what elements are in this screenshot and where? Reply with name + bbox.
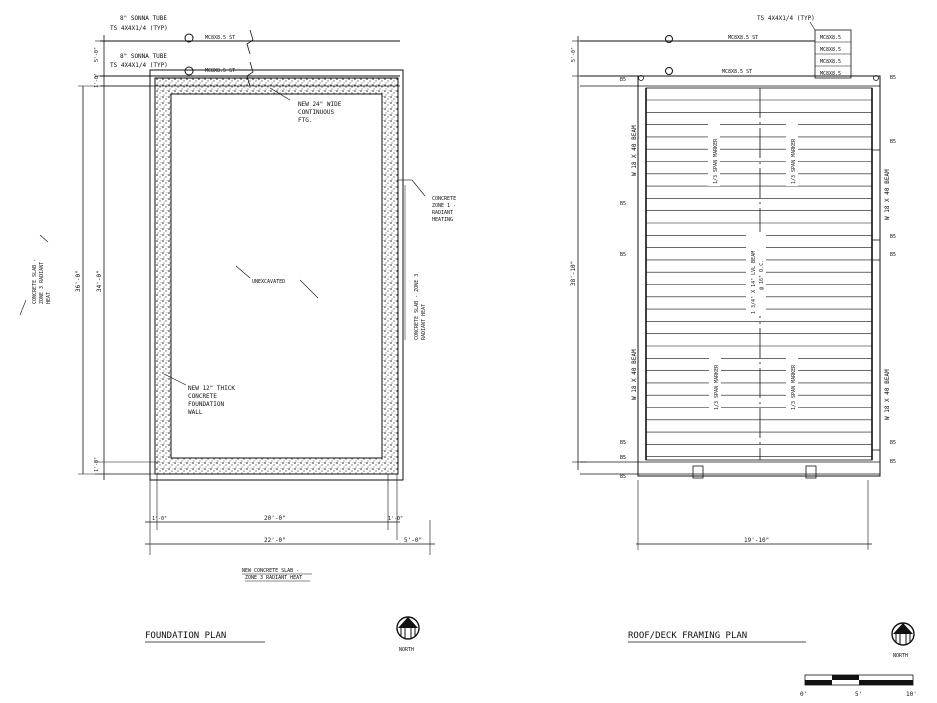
- sonna-tube-icon: [184, 66, 194, 76]
- joists: [646, 99, 872, 458]
- wall-label: NEW 12" THICK: [188, 385, 235, 392]
- b5-marker: B5: [620, 252, 626, 258]
- dim-label: 1'-0": [388, 516, 403, 522]
- main-beam-label: @ 16" O.C.: [759, 260, 765, 290]
- beam-label: MC8X8.5 ST: [205, 35, 235, 41]
- sonna-tube-icon: [184, 33, 194, 43]
- dim-label: 1'-0": [94, 457, 100, 472]
- post-icon: [665, 67, 673, 75]
- new-slab-label: ZONE 3 RADIANT HEAT: [245, 575, 302, 581]
- b5-marker: B5: [890, 440, 896, 446]
- foundation-wall: [154, 77, 399, 475]
- foundation-plan: 8" SONNA TUBE TS 4X4X1/4 (TYP) 8" SONNA …: [19, 15, 456, 653]
- b5-marker: B5: [620, 77, 626, 83]
- mc-label: MC8X8.5: [820, 71, 841, 77]
- side-beam-label: W 18 X 40 BEAM: [631, 125, 638, 176]
- slab-left-label: CONCRETE SLAB -: [32, 259, 38, 304]
- span-marker-label: 1/3 SPAN MARKER: [791, 138, 797, 184]
- post-icon: [665, 35, 673, 43]
- footing-label: CONTINUOUS: [298, 109, 335, 116]
- span-marker-label: 1/3 SPAN MARKER: [791, 364, 797, 410]
- b5-marker: B5: [620, 201, 626, 207]
- slab-zone3-label: RADIANT HEAT: [421, 304, 427, 340]
- span-marker-label: 1/3 SPAN MARKER: [714, 364, 720, 410]
- sonna-tube-label: 8" SONNA TUBE: [120, 53, 167, 60]
- footing-label: FTG.: [298, 117, 312, 124]
- foundation-plan-title: FOUNDATION PLAN: [145, 631, 226, 641]
- wall-label: CONCRETE: [188, 393, 217, 400]
- slab-zone1-label: HEATING: [432, 217, 453, 223]
- slab-zone1-label: RADIANT: [432, 210, 453, 216]
- dim-label: 5'-0": [94, 47, 100, 62]
- north-arrow-icon: [396, 616, 420, 640]
- framing-plan: MC8X8.5 MC8X8.5 MC8X8.5 MC8X8.5 TS 4X4X1…: [570, 15, 915, 659]
- dim-label: 34'-0": [96, 270, 103, 292]
- slab-zone1-label: CONCRETE: [432, 196, 456, 202]
- side-beam-label: W 18 X 40 BEAM: [884, 369, 891, 420]
- main-beam-callout: 1 3/4" X 14" LVL BEAM @ 16" O.C.: [746, 232, 766, 316]
- wall-label: WALL: [188, 409, 203, 416]
- unexcavated-label: UNEXCAVATED: [252, 279, 285, 285]
- dim-label: 36'-0": [75, 270, 82, 292]
- b5-marker: B5: [890, 139, 896, 145]
- dim-label: 20'-0": [264, 515, 286, 522]
- span-marker: 1/3 SPAN MARKER: [709, 348, 721, 412]
- slab-left-label: ZONE 3 RADIANT: [39, 262, 45, 304]
- ts-label: TS 4X4X1/4 (TYP): [110, 62, 168, 69]
- scale-label: 10': [906, 691, 917, 698]
- mc-label: MC8X8.5: [820, 35, 841, 41]
- b5-marker: B5: [620, 474, 626, 480]
- dim-label: 22'-0": [264, 537, 286, 544]
- dim-label: 1'-0": [152, 516, 167, 522]
- ts-label: TS 4X4X1/4 (TYP): [110, 25, 168, 32]
- beam-label: MC8X8.5 ST: [205, 68, 235, 74]
- scale-label: 0': [800, 691, 807, 698]
- span-marker: 1/3 SPAN MARKER: [786, 122, 798, 186]
- side-beam-label: W 18 X 40 BEAM: [631, 349, 638, 400]
- scale-bar: 0' 5' 10': [800, 674, 917, 698]
- slab-zone3-label: CONCRETE SLAB - ZONE 3: [414, 274, 420, 340]
- scale-label: 5': [855, 691, 862, 698]
- beam-label: MC8X8.5 ST: [728, 35, 758, 41]
- post-icon: [873, 75, 879, 81]
- b5-marker: B5: [890, 75, 896, 81]
- wall-label: FOUNDATION: [188, 401, 225, 408]
- mc-label: MC8X8.5: [820, 59, 841, 65]
- beam-label: MC8X8.5 ST: [722, 69, 752, 75]
- footing-label: NEW 24" WIDE: [298, 101, 342, 108]
- slab-zone1-label: ZONE 1 -: [432, 203, 456, 209]
- post-icon: [638, 75, 644, 81]
- sonna-tube-label: 8" SONNA TUBE: [120, 15, 167, 22]
- dim-label: 5'-0": [571, 47, 577, 62]
- north-label: NORTH: [399, 647, 414, 653]
- north-label: NORTH: [893, 653, 908, 659]
- main-beam-label: 1 3/4" X 14" LVL BEAM: [751, 251, 757, 314]
- span-marker: 1/3 SPAN MARKER: [786, 348, 798, 412]
- ts-label: TS 4X4X1/4 (TYP): [757, 15, 815, 22]
- foundation-slab-outline: [149, 69, 404, 481]
- dim-label: 5'-0": [404, 537, 422, 544]
- b5-marker: B5: [890, 234, 896, 240]
- framing-plan-title: ROOF/DECK FRAMING PLAN: [628, 631, 747, 641]
- side-beam-label: W 18 X 40 BEAM: [884, 169, 891, 220]
- span-marker: 1/3 SPAN MARKER: [708, 122, 720, 186]
- mc-stack: MC8X8.5 MC8X8.5 MC8X8.5 MC8X8.5: [809, 21, 852, 79]
- b5-marker: B5: [890, 252, 896, 258]
- dim-label: 1'-0": [94, 73, 100, 88]
- b5-marker: B5: [890, 459, 896, 465]
- north-arrow-icon: [891, 622, 915, 646]
- mc-label: MC8X8.5: [820, 47, 841, 53]
- b5-marker: B5: [620, 455, 626, 461]
- span-marker-label: 1/3 SPAN MARKER: [713, 138, 719, 184]
- new-slab-label: NEW CONCRETE SLAB -: [242, 568, 299, 574]
- b5-marker: B5: [620, 440, 626, 446]
- dim-label: 19'-10": [744, 537, 769, 544]
- slab-left-label: HEAT: [46, 292, 52, 304]
- dim-label: 38'-10": [570, 261, 577, 286]
